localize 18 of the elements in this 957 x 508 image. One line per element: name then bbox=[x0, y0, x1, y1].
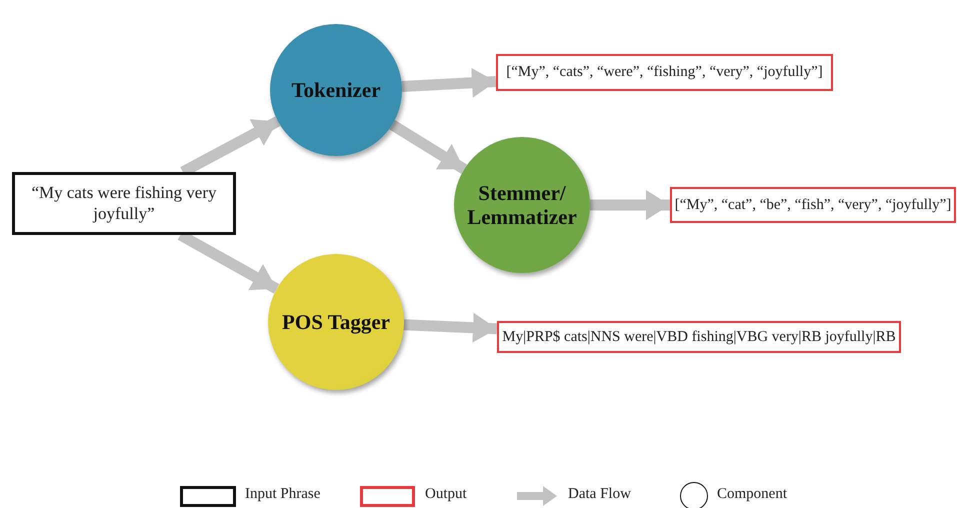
input-phrase-text: “My cats were fishing very joyfully” bbox=[30, 183, 218, 224]
output-text: My|PRP$ cats|NNS were|VBD fishing|VBG very|RB joyfully|RB bbox=[502, 328, 896, 346]
data-flow-arrow bbox=[404, 312, 498, 343]
component-label: POS Tagger bbox=[282, 310, 390, 334]
output-text: [“My”, “cats”, “were”, “fishing”, “very”, “joyfully”] bbox=[506, 64, 823, 81]
input-phrase-box bbox=[12, 172, 236, 235]
output-text: [“My”, “cat”, “be”, “fish”, “very”, “joyfully”] bbox=[674, 196, 952, 214]
output-box bbox=[496, 54, 833, 91]
data-flow-arrow bbox=[402, 68, 496, 98]
component-label: Stemmer/ Lemmatizer bbox=[466, 180, 578, 230]
data-flow-arrow bbox=[389, 120, 468, 174]
legend-label: Data Flow bbox=[568, 486, 631, 503]
output-box bbox=[497, 321, 901, 353]
legend-label: Output bbox=[425, 486, 467, 503]
component-label: Tokenizer bbox=[291, 78, 381, 102]
legend-label: Input Phrase bbox=[245, 486, 320, 503]
legend-label: Component bbox=[717, 486, 787, 503]
output-box bbox=[670, 187, 956, 223]
